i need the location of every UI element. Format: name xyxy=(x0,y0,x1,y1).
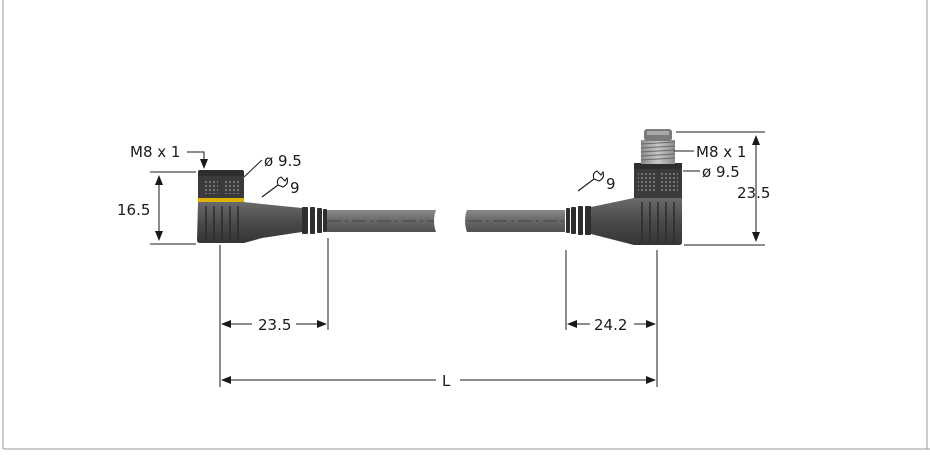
right-thread-label: M8 x 1 xyxy=(696,143,746,161)
right-wrench-label: 9 xyxy=(606,175,616,193)
left-marker-ring xyxy=(198,198,244,202)
right-length-label: 24.2 xyxy=(594,316,627,334)
left-diameter-label: ø 9.5 xyxy=(264,152,302,170)
wrench-icon xyxy=(261,176,289,198)
left-thread-label: M8 x 1 xyxy=(130,143,180,161)
left-connector xyxy=(197,170,327,243)
wrench-icon xyxy=(577,170,605,192)
right-diameter-label: ø 9.5 xyxy=(702,163,740,181)
overall-length-label: L xyxy=(442,372,451,390)
right-connector-body xyxy=(591,198,682,245)
right-connector xyxy=(566,129,682,245)
right-height-label: 23.5 xyxy=(737,184,770,202)
dimension-lines xyxy=(150,131,765,387)
left-connector-body xyxy=(197,202,302,243)
left-length-label: 23.5 xyxy=(258,316,291,334)
left-height-label: 16.5 xyxy=(117,201,150,219)
left-wrench-label: 9 xyxy=(290,179,300,197)
cable-right-segment xyxy=(465,210,565,232)
